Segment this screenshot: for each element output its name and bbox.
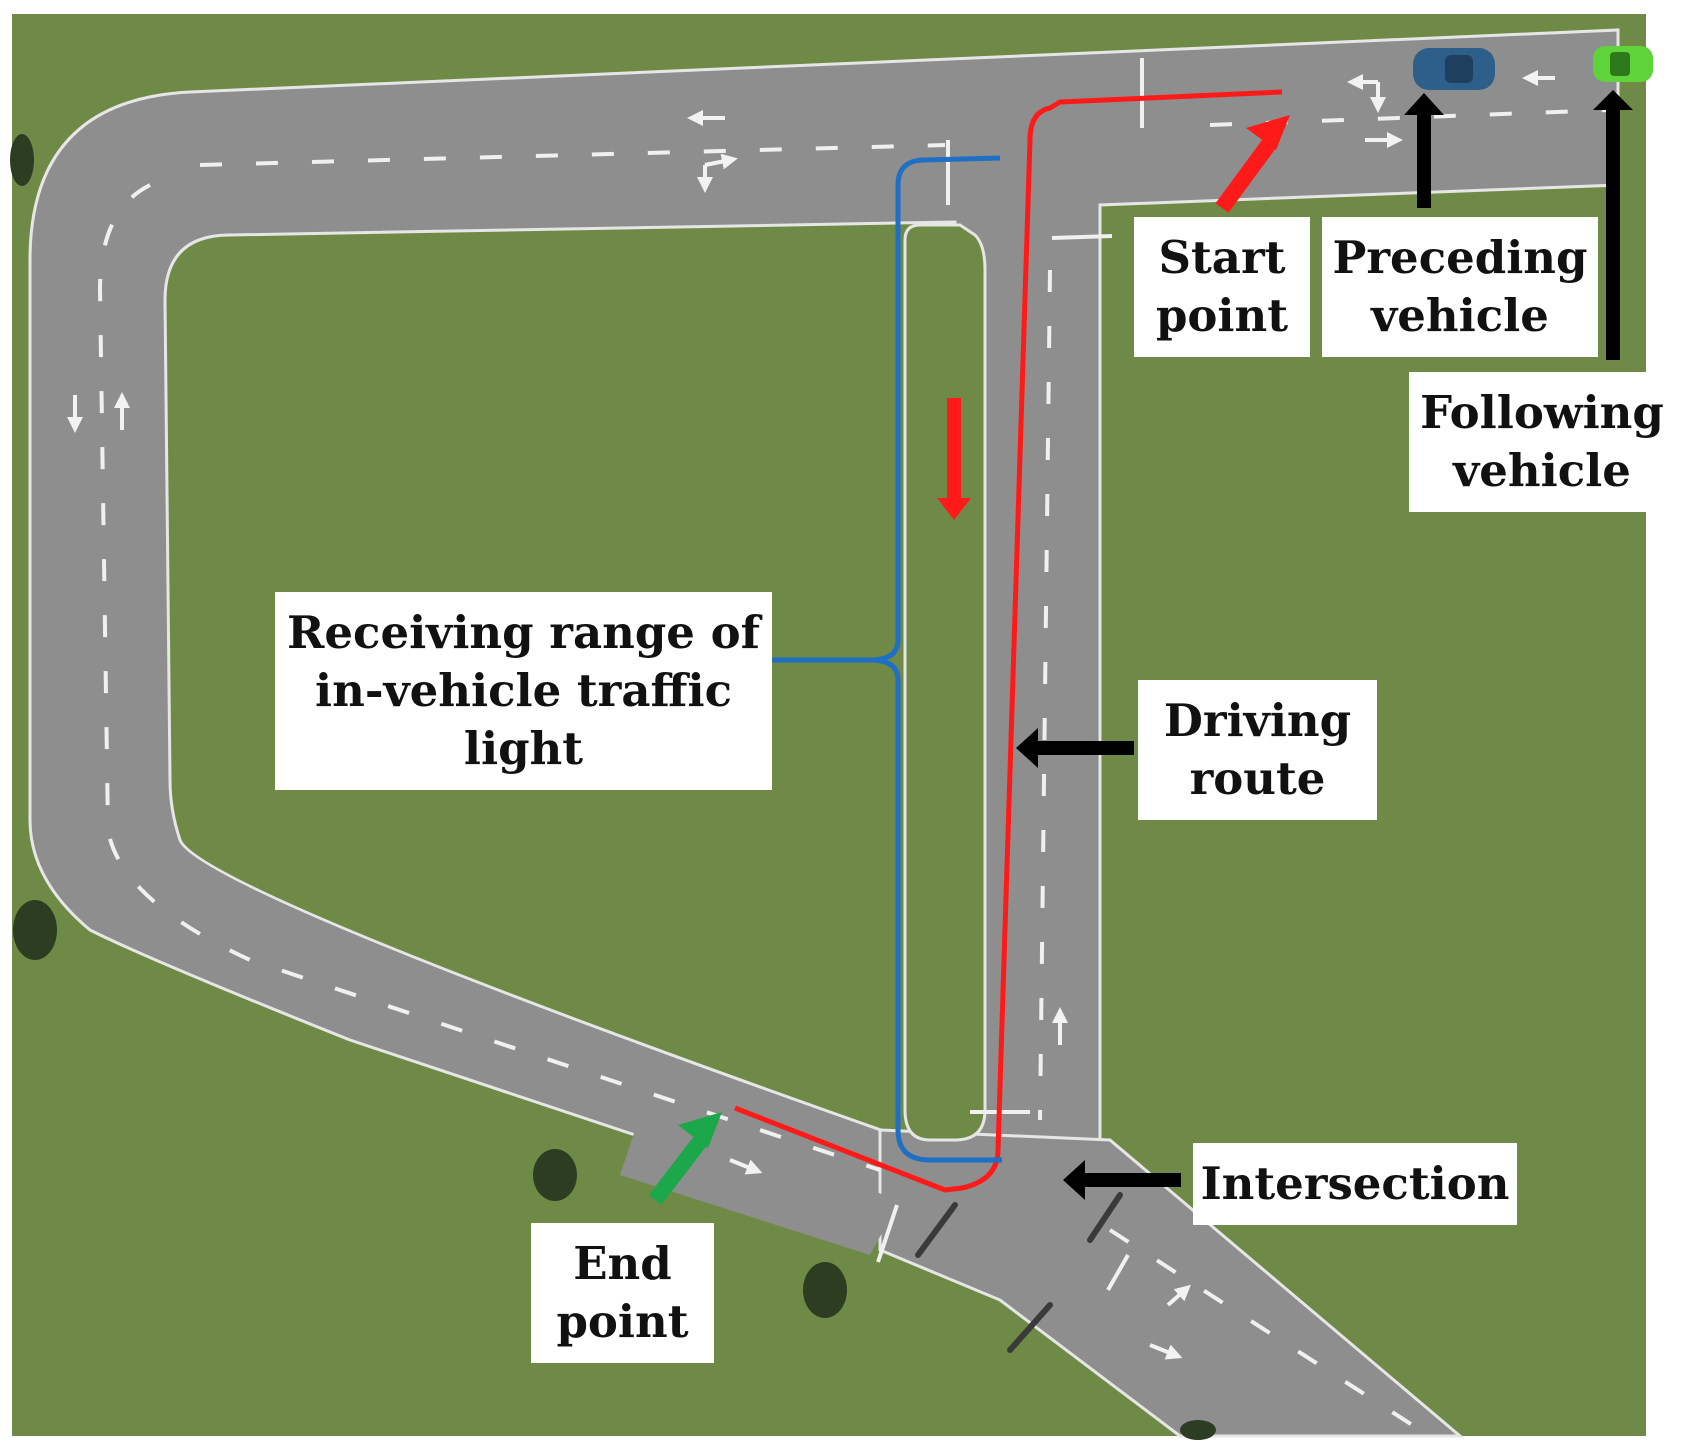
driving-route-arrow: [1038, 741, 1134, 755]
start-point-label: Start point: [1134, 217, 1310, 357]
tree-icon: [10, 134, 1216, 1440]
start-point-arrow: [1215, 135, 1279, 213]
end-point-label: End point: [531, 1223, 714, 1363]
pointer-arrows: [648, 90, 1633, 1205]
street-lamp-icon: [915, 1192, 1123, 1353]
intersection-arrow: [1085, 1173, 1181, 1187]
direction-arrow-icon: [67, 70, 1555, 1360]
car-icon: [1413, 46, 1653, 90]
intersection-label: Intersection: [1193, 1143, 1517, 1225]
receiving-range-brace: [770, 155, 1002, 1163]
end-point-arrow: [648, 1130, 712, 1205]
receiving-range-label: Receiving range of in-vehicle traffic li…: [275, 592, 772, 790]
stop-lines: [876, 58, 1144, 1291]
following-vehicle-label: Following vehicle: [1409, 372, 1675, 512]
median-island: [903, 223, 987, 1142]
preceding-vehicle-arrow: [1417, 115, 1431, 208]
following-vehicle-arrow: [1606, 110, 1620, 360]
travel-direction-arrow: [947, 398, 961, 500]
preceding-vehicle-label: Preceding vehicle: [1322, 217, 1598, 357]
road-network: [28, 28, 1620, 1438]
driving-route-label: Driving route: [1138, 680, 1377, 820]
driving-route-line: [734, 89, 1283, 1193]
